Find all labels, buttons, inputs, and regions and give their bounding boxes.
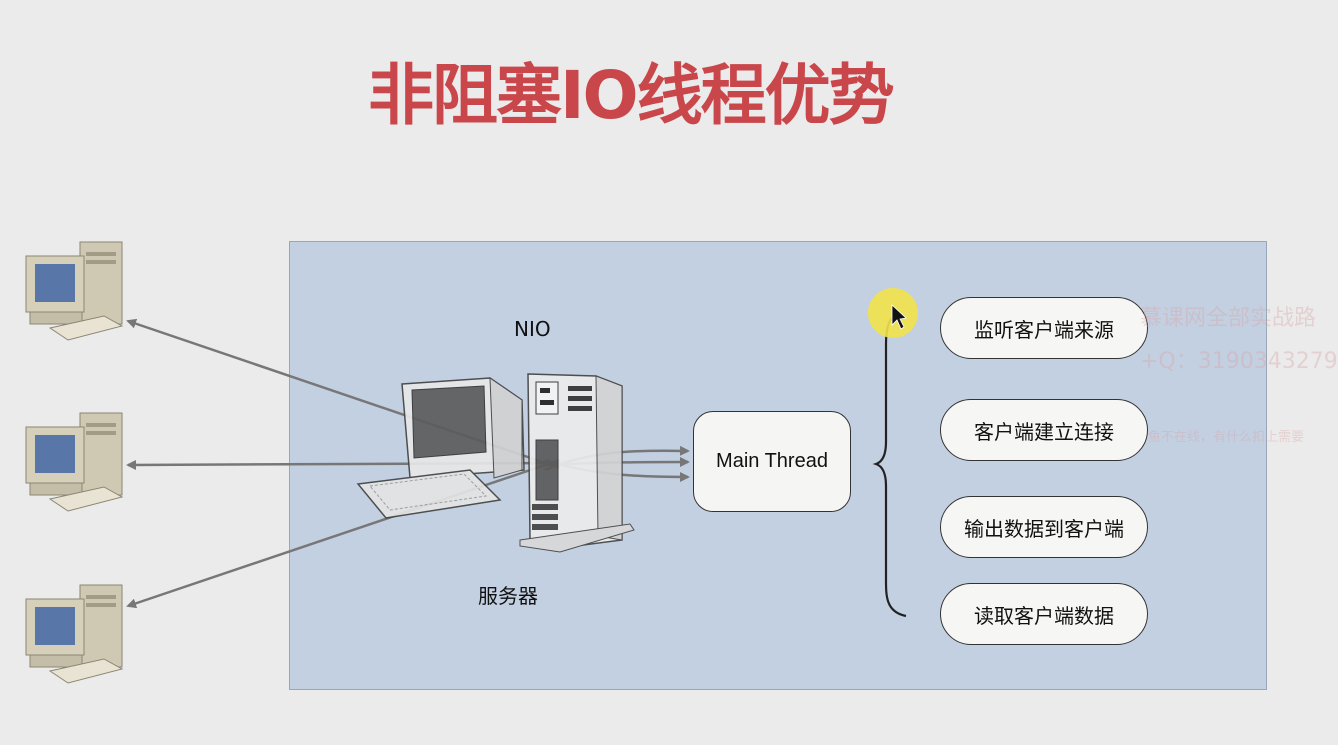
client-computer-2-icon bbox=[25, 412, 124, 512]
task-label: 监听客户端来源 bbox=[974, 317, 1114, 342]
task-establish-connection: 客户端建立连接 bbox=[940, 399, 1148, 461]
server-label: 服务器 bbox=[478, 584, 538, 608]
task-read-data: 读取客户端数据 bbox=[940, 583, 1148, 645]
task-label: 读取客户端数据 bbox=[974, 603, 1114, 628]
task-output-data: 输出数据到客户端 bbox=[940, 496, 1148, 558]
arrow-to-client-3 bbox=[126, 458, 561, 609]
task-listen-client-source: 监听客户端来源 bbox=[940, 297, 1148, 359]
client-computer-1-icon bbox=[25, 241, 124, 341]
main-thread-label: Main Thread bbox=[716, 450, 828, 472]
main-thread-box: Main Thread bbox=[693, 411, 851, 512]
watermark-line-2: +Q：3190343279 bbox=[1140, 349, 1338, 374]
watermark-line-1: 慕课网全部实战路 bbox=[1140, 306, 1317, 331]
slide-title: 非阻塞IO线程优势 bbox=[368, 57, 895, 134]
nio-label: NIO bbox=[514, 317, 551, 341]
task-label: 客户端建立连接 bbox=[974, 419, 1114, 444]
task-label: 输出数据到客户端 bbox=[964, 516, 1124, 541]
client-computer-3-icon bbox=[25, 584, 124, 684]
watermark-line-3: 鱼不在线，有什么扣上需要 bbox=[1148, 430, 1305, 445]
